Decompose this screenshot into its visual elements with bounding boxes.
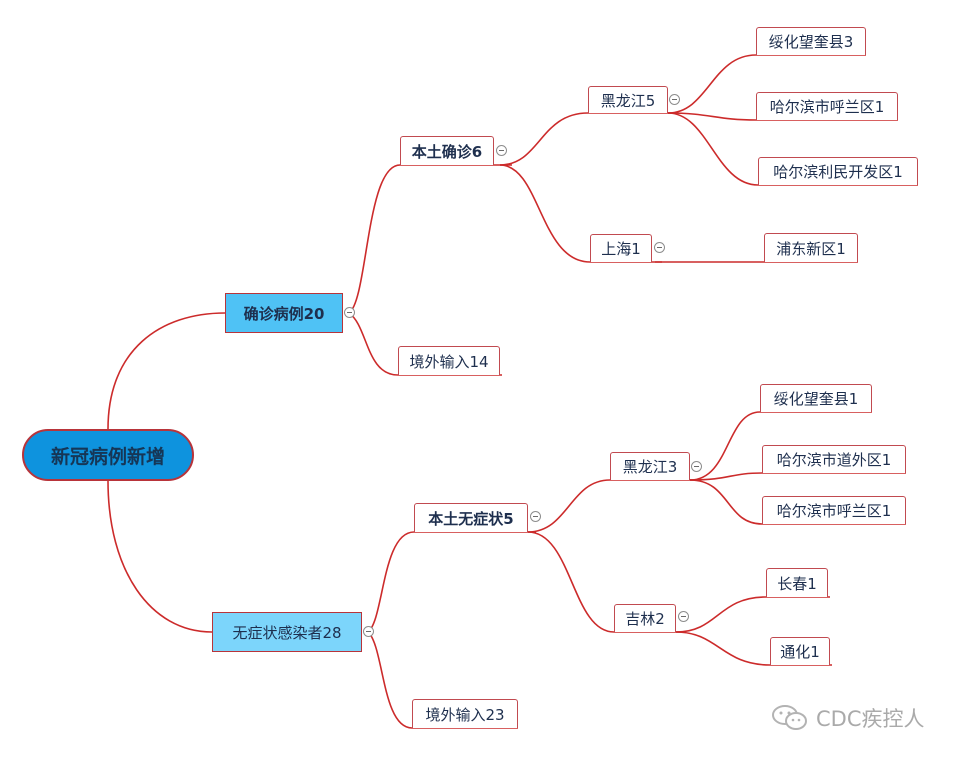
topic-confirmed-hlj-item[interactable]: 绥化望奎县3 <box>756 27 866 55</box>
branch-asymptomatic[interactable]: 无症状感染者28 <box>212 612 362 652</box>
connector-asym-hlj-daowai <box>689 472 906 481</box>
topic-asym-jl-item[interactable]: 通化1 <box>770 637 830 665</box>
connector-hlj-hulan <box>667 112 898 121</box>
collapse-toggle-icon[interactable] <box>344 307 355 318</box>
connector-hlj-suihua <box>667 54 866 114</box>
topic-asym-hlj-item[interactable]: 哈尔滨市道外区1 <box>762 445 906 473</box>
watermark-text: CDC疾控人 <box>816 707 925 731</box>
connector-local-heilongjiang <box>499 112 676 166</box>
connector-asym-local <box>367 531 536 633</box>
connector-root-confirmed <box>107 312 226 430</box>
connector-asym-hlj-suihua <box>689 411 872 481</box>
topic-confirmed-local[interactable]: 本土确诊6 <box>400 136 494 165</box>
topic-confirmed-imported[interactable]: 境外输入14 <box>398 346 500 375</box>
topic-confirmed-shanghai[interactable]: 上海1 <box>590 234 652 262</box>
topic-asym-jilin[interactable]: 吉林2 <box>614 604 676 632</box>
connector-asym-imported <box>367 631 518 729</box>
topic-confirmed-sh-item[interactable]: 浦东新区1 <box>764 233 858 262</box>
connector-asym-local-jilin <box>527 531 684 633</box>
topic-asym-imported[interactable]: 境外输入23 <box>412 699 518 728</box>
collapse-toggle-icon[interactable] <box>678 611 689 622</box>
topic-confirmed-heilongjiang[interactable]: 黑龙江5 <box>588 86 668 113</box>
topic-confirmed-hlj-item[interactable]: 哈尔滨利民开发区1 <box>758 157 918 185</box>
branch-confirmed[interactable]: 确诊病例20 <box>225 293 343 333</box>
connector-asym-hlj-hulan <box>689 479 906 525</box>
connector-local-shanghai <box>499 164 662 263</box>
connector-jl-tonghua <box>675 631 832 666</box>
collapse-toggle-icon[interactable] <box>496 145 507 156</box>
collapse-toggle-icon[interactable] <box>669 94 680 105</box>
connector-root-asymptomatic <box>107 480 213 633</box>
connector-confirmed-imported <box>348 312 502 376</box>
connector-jl-changchun <box>675 596 830 633</box>
collapse-toggle-icon[interactable] <box>530 511 541 522</box>
topic-asym-hlj-item[interactable]: 绥化望奎县1 <box>760 384 872 412</box>
collapse-toggle-icon[interactable] <box>691 461 702 472</box>
collapse-toggle-icon[interactable] <box>363 626 374 637</box>
topic-confirmed-hlj-item[interactable]: 哈尔滨市呼兰区1 <box>756 92 898 120</box>
connector-confirmed-local <box>348 164 512 314</box>
collapse-toggle-icon[interactable] <box>654 242 665 253</box>
topic-asym-local[interactable]: 本土无症状5 <box>414 503 528 532</box>
connector-hlj-limin <box>667 112 918 186</box>
wechat-icon <box>772 705 807 730</box>
topic-asym-heilongjiang[interactable]: 黑龙江3 <box>610 452 690 480</box>
watermark: CDC疾控人 <box>770 703 925 733</box>
connector-asym-local-hlj <box>527 479 698 533</box>
topic-asym-hlj-item[interactable]: 哈尔滨市呼兰区1 <box>762 496 906 524</box>
topic-asym-jl-item[interactable]: 长春1 <box>766 568 828 597</box>
root-topic[interactable]: 新冠病例新增 <box>22 429 194 481</box>
